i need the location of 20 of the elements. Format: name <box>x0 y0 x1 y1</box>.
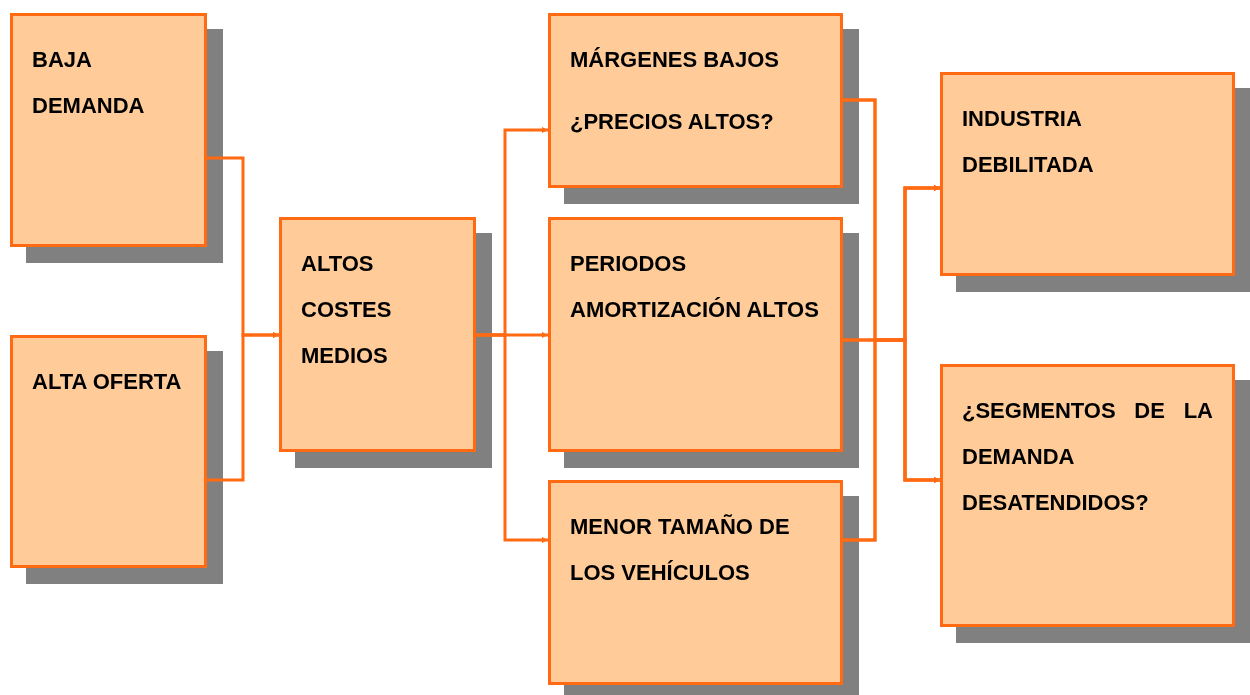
process-box <box>10 13 207 247</box>
connector-arrow <box>843 338 940 542</box>
process-box <box>940 72 1235 276</box>
node-label: PERIODOS AMORTIZACIÓN ALTOS <box>570 250 820 324</box>
node-label: MENOR TAMAÑO DE LOS VEHÍCULOS <box>570 513 791 587</box>
process-box <box>940 364 1235 627</box>
connector-arrow <box>207 332 279 482</box>
node-label: ALTOS COSTES MEDIOS <box>301 250 393 370</box>
process-box <box>548 217 843 452</box>
node-label: MÁRGENES BAJOS <box>570 46 781 74</box>
process-box <box>548 13 843 188</box>
node-label: BAJA DEMANDA <box>32 46 146 120</box>
connector-arrow <box>476 333 548 543</box>
process-box <box>279 217 476 452</box>
node-label: ¿SEGMENTOS DE LA DEMANDA DESATENDIDOS? <box>962 397 1213 517</box>
node-label: ALTA OFERTA <box>32 368 183 396</box>
node-label: INDUSTRIA DEBILITADA <box>962 105 1095 179</box>
node-label: ¿PRECIOS ALTOS? <box>570 108 775 136</box>
process-box <box>10 335 207 568</box>
process-box <box>548 480 843 685</box>
